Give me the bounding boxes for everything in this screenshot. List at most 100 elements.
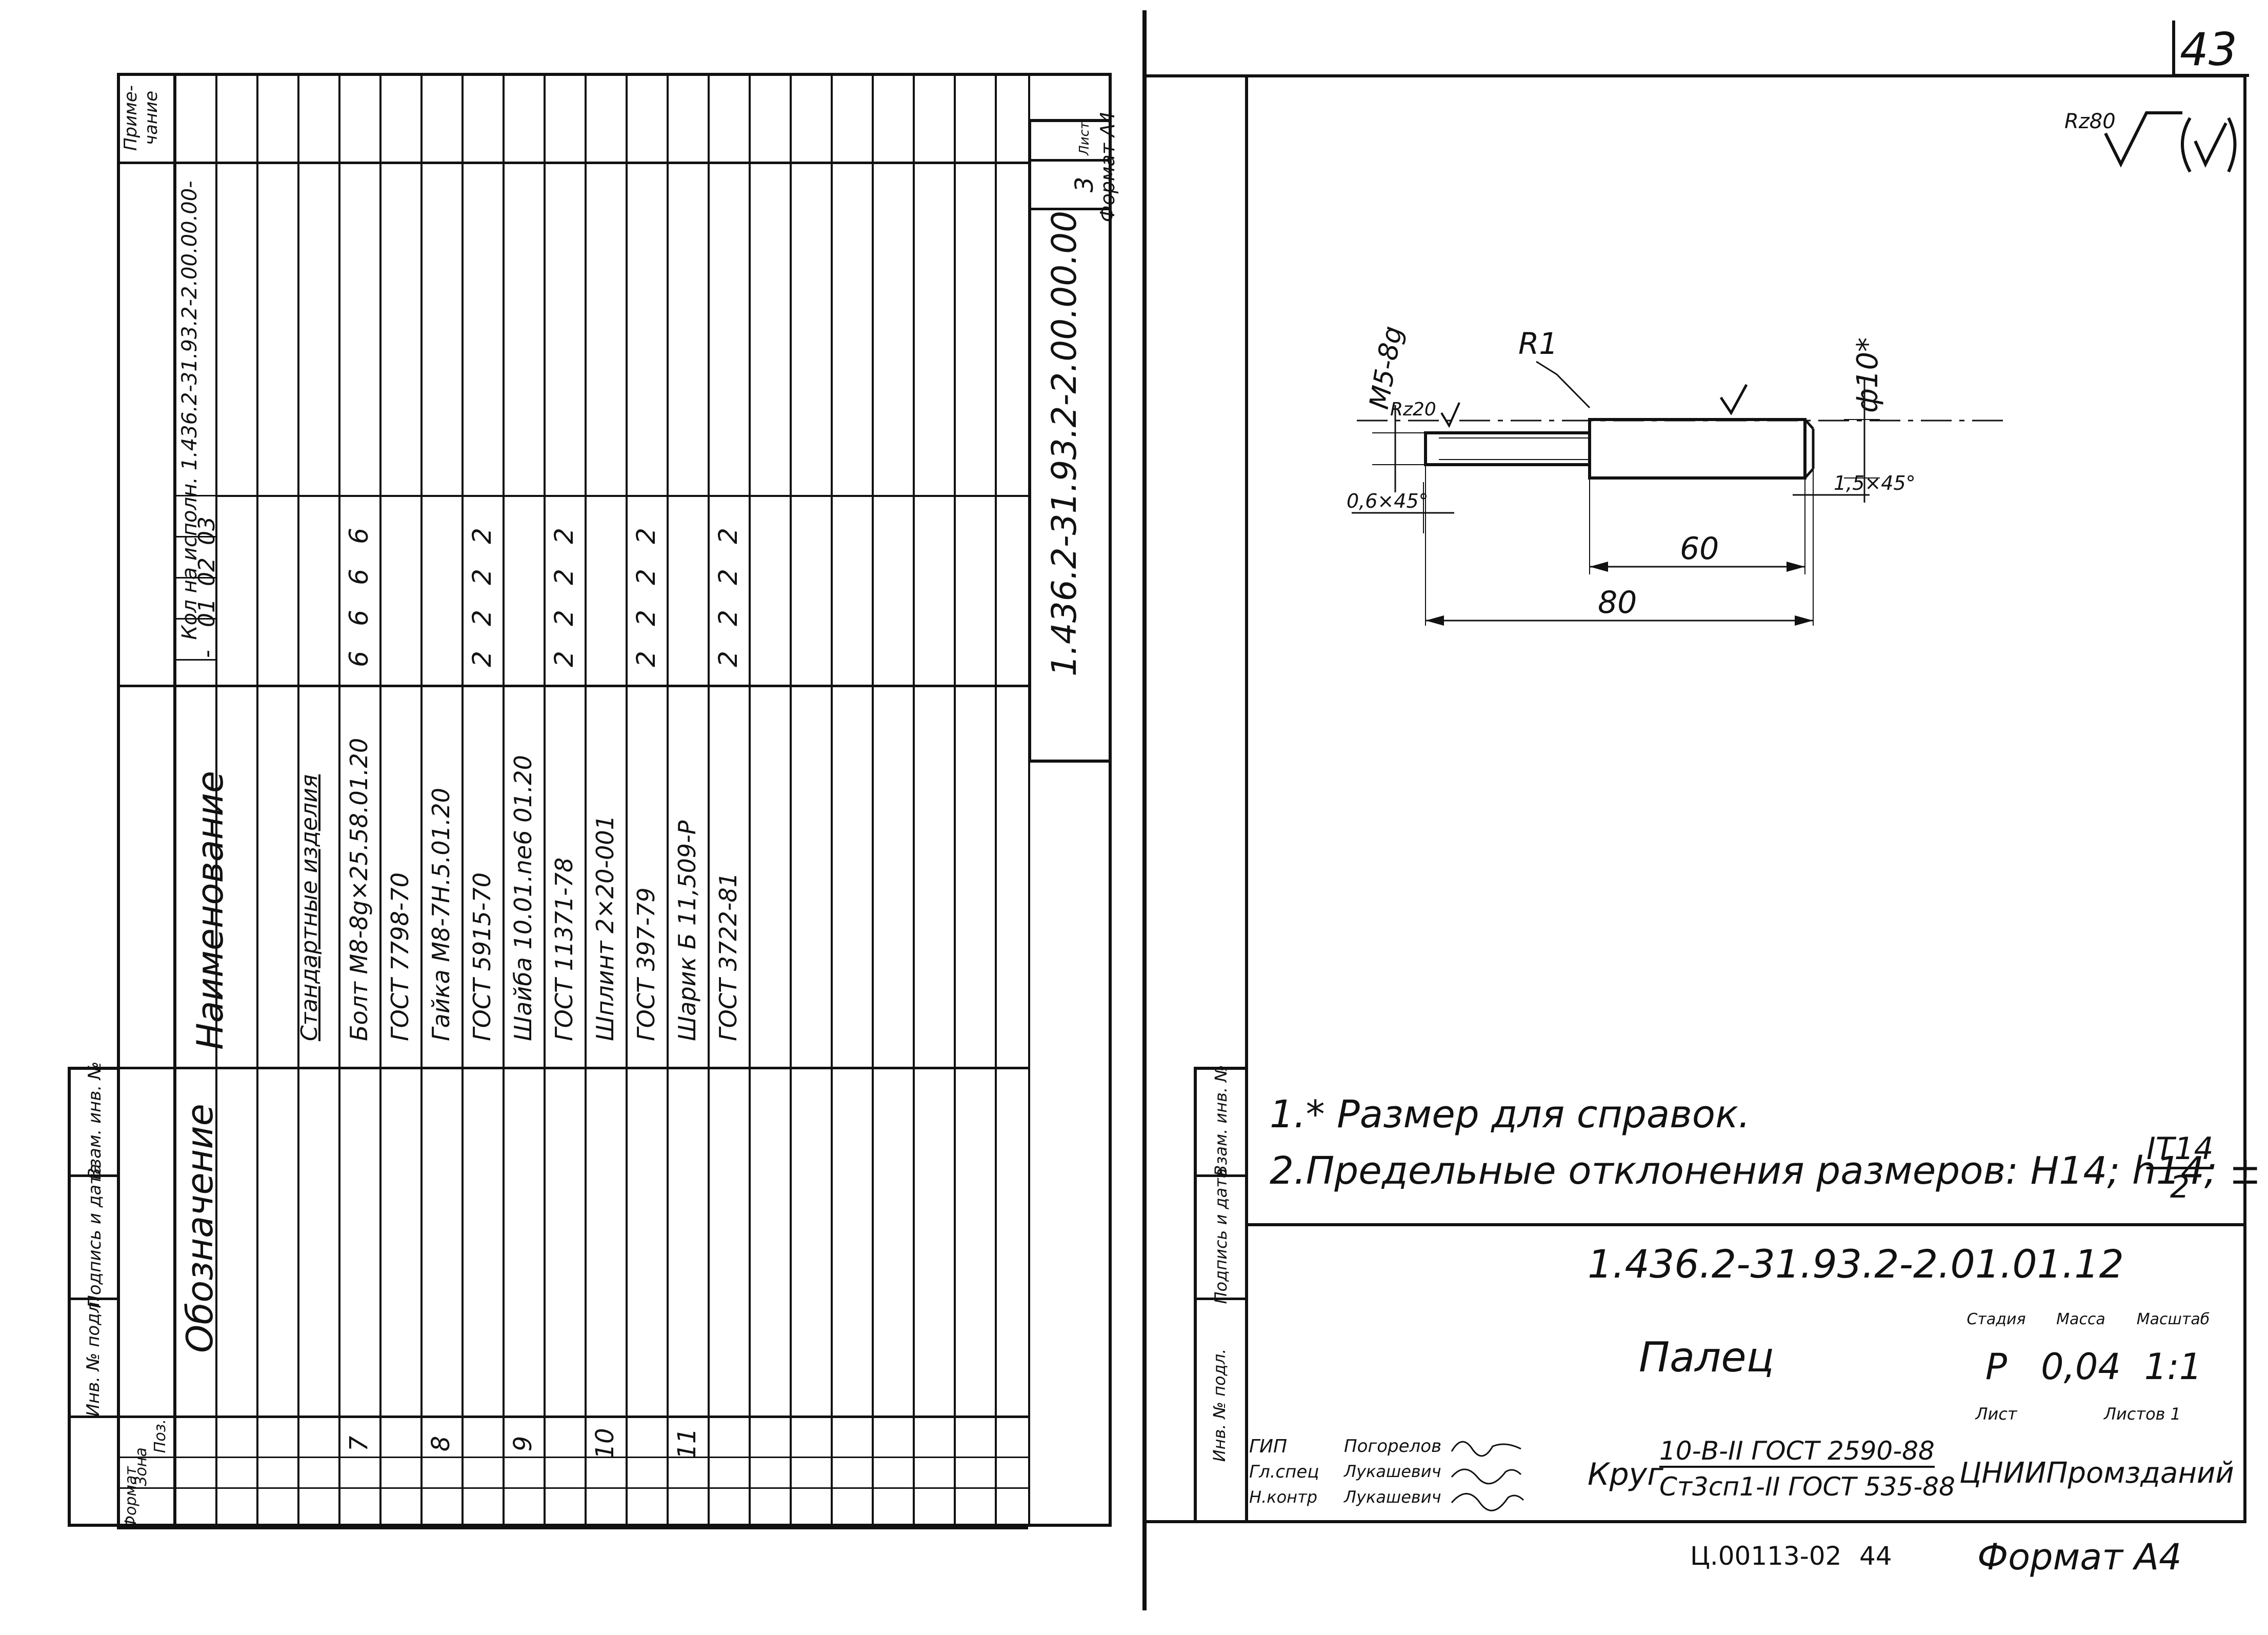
header-naimenovanie: Наименование <box>189 771 231 1050</box>
strip-poz: Поз. <box>151 1419 169 1453</box>
tb-massa-label: Масса <box>2056 1310 2105 1328</box>
row-qty: 2 <box>467 528 497 544</box>
tb-material-top: 10-В-II ГОСТ 2590-88 <box>1659 1436 1935 1468</box>
strip-inv-podl: Инв. № подл. <box>83 1296 104 1417</box>
role-1-name: Лукашевич <box>1344 1462 1441 1481</box>
row-qty: 2 <box>631 610 661 626</box>
svg-text:0,6×45°: 0,6×45° <box>1347 490 1429 512</box>
strip-zona: Зона <box>132 1447 150 1486</box>
row-qty: 6 <box>344 651 374 667</box>
svg-text:M5-8g: M5-8g <box>1364 324 1409 411</box>
tb-name: Палец <box>1639 1333 1774 1381</box>
row-name: Болт M8-8g×25.58.01.20 <box>345 737 373 1041</box>
svg-text:1,5×45°: 1,5×45° <box>1834 472 1916 494</box>
variant-header-2: 02 <box>193 557 220 586</box>
section-title: Стандартные изделия <box>296 774 323 1042</box>
format-note-left: Формат А4 <box>1096 111 1119 223</box>
svg-text:Rz80: Rz80 <box>2064 110 2116 133</box>
side-vzam-inv: Взам. инв. № <box>1211 1065 1231 1177</box>
list-label: Лист <box>1077 122 1092 155</box>
tolerance-denominator: 2 <box>2170 1169 2190 1205</box>
strip-vzam-inv: Взам. инв. № <box>85 1061 105 1180</box>
right-frame <box>1147 74 2246 1523</box>
row-qty: 2 <box>713 569 743 585</box>
row-qty: 6 <box>344 610 374 626</box>
tb-code: 1.436.2-31.93.2-2.01.01.12 <box>1588 1241 2124 1287</box>
row-poz: 11 <box>673 1428 701 1460</box>
header-oboznachenie: Обозначение <box>179 1104 221 1353</box>
tb-stadiya-label: Стадия <box>1966 1310 2026 1328</box>
tb-material-bottom: Ст3сп1-II ГОСТ 535-88 <box>1659 1472 1955 1502</box>
row-qty: 6 <box>344 528 374 544</box>
row-qty: 2 <box>713 651 743 667</box>
part-drawing: M5-8g Rz20 R1 ф10* 0,6×45° 1,5×45° 60 <box>1347 324 2003 626</box>
row-name: ГОСТ 5915-70 <box>468 872 496 1041</box>
header-primechanie-1: Приме- <box>121 85 141 151</box>
row-qty: 2 <box>467 610 497 626</box>
row-name: Шарик Б 11,509-Р <box>673 820 701 1041</box>
note-1: 1.* Размер для справок. <box>1270 1092 1751 1136</box>
left-strip <box>68 1067 119 1527</box>
tb-list-label: Лист <box>1975 1404 2017 1424</box>
svg-text:80: 80 <box>1598 585 1637 621</box>
row-name: ГОСТ 3722-81 <box>714 872 742 1041</box>
right-sheet: 43 Взам. инв. № Подпись и дата Инв. № по… <box>1147 0 2268 1635</box>
variant-header-0: - <box>193 650 220 658</box>
row-qty: 2 <box>713 610 743 626</box>
side-strip <box>1194 1067 1248 1523</box>
role-0: ГИП <box>1249 1436 1288 1457</box>
tb-massa: 0,04 <box>2041 1346 2121 1388</box>
tb-stadiya: Р <box>1985 1346 2008 1388</box>
row-qty: 2 <box>467 569 497 585</box>
tolerance-numerator: IT14 <box>2146 1131 2214 1169</box>
row-poz: 8 <box>427 1435 455 1452</box>
variant-header-1: 01 <box>193 599 220 627</box>
roughness-symbol: Rz80 <box>2064 110 2237 173</box>
drawing-frame <box>1245 74 2246 1523</box>
row-qty: 2 <box>549 651 579 667</box>
tolerance-fraction: IT14 2 <box>2146 1131 2214 1205</box>
signatures <box>1451 1441 1524 1511</box>
tb-masshtab: 1:1 <box>2144 1346 2202 1388</box>
row-name: ГОСТ 397-79 <box>632 887 660 1041</box>
row-qty: 2 <box>631 651 661 667</box>
role-2-name: Лукашевич <box>1344 1487 1441 1507</box>
tb-material-prefix: Круг <box>1588 1457 1663 1492</box>
bottom-format: Формат А4 <box>1977 1536 2182 1578</box>
row-name: Гайка M8-7H.5.01.20 <box>427 788 455 1041</box>
row-poz: 7 <box>345 1435 373 1452</box>
tb-listov-label: Листов 1 <box>2103 1404 2181 1424</box>
row-qty: 2 <box>467 651 497 667</box>
side-podp-data: Подпись и дата <box>1211 1168 1231 1304</box>
row-poz: 10 <box>591 1428 619 1460</box>
row-qty: 2 <box>631 528 661 544</box>
row-qty: 2 <box>549 569 579 585</box>
svg-text:ф10*: ф10* <box>1851 337 1884 413</box>
tb-organization: ЦНИИПромзданий <box>1959 1457 2234 1490</box>
role-2: Н.контр <box>1249 1487 1318 1507</box>
row-qty: 2 <box>549 610 579 626</box>
tb-masshtab-label: Масштаб <box>2136 1310 2210 1328</box>
title-block <box>1245 1223 2246 1523</box>
header-primechanie-2: чание <box>141 90 162 146</box>
bottom-code: Ц.00113-02 <box>1690 1541 1842 1571</box>
page-number: 43 <box>2180 23 2237 76</box>
strip-podp-data: Подпись и дата <box>85 1164 105 1308</box>
row-name: Шплинт 2×20-001 <box>591 815 619 1041</box>
doc-code: 1.436.2-31.93.2-2.00.00.00 <box>1044 210 1084 677</box>
note-2: 2.Предельные отклонения размеров: H14; h… <box>1270 1149 2261 1193</box>
row-qty: 6 <box>344 569 374 585</box>
row-poz: 9 <box>509 1435 537 1452</box>
row-name: ГОСТ 7798-70 <box>386 872 414 1041</box>
variant-header-3: 03 <box>193 516 220 545</box>
row-name: Шайба 10.01.ne6 01.20 <box>509 755 537 1041</box>
side-inv-podl: Инв. № подл. <box>1210 1348 1229 1462</box>
role-0-name: Погорелов <box>1344 1436 1442 1457</box>
row-qty: 2 <box>713 528 743 544</box>
left-sheet: Взам. инв. № Подпись и дата Инв. № подл.… <box>68 73 1119 1529</box>
row-name: ГОСТ 11371-78 <box>550 857 578 1041</box>
svg-text:R1: R1 <box>1518 326 1558 361</box>
row-qty: 2 <box>549 528 579 544</box>
bottom-num: 44 <box>1859 1541 1892 1571</box>
role-1: Гл.спец <box>1249 1462 1319 1482</box>
